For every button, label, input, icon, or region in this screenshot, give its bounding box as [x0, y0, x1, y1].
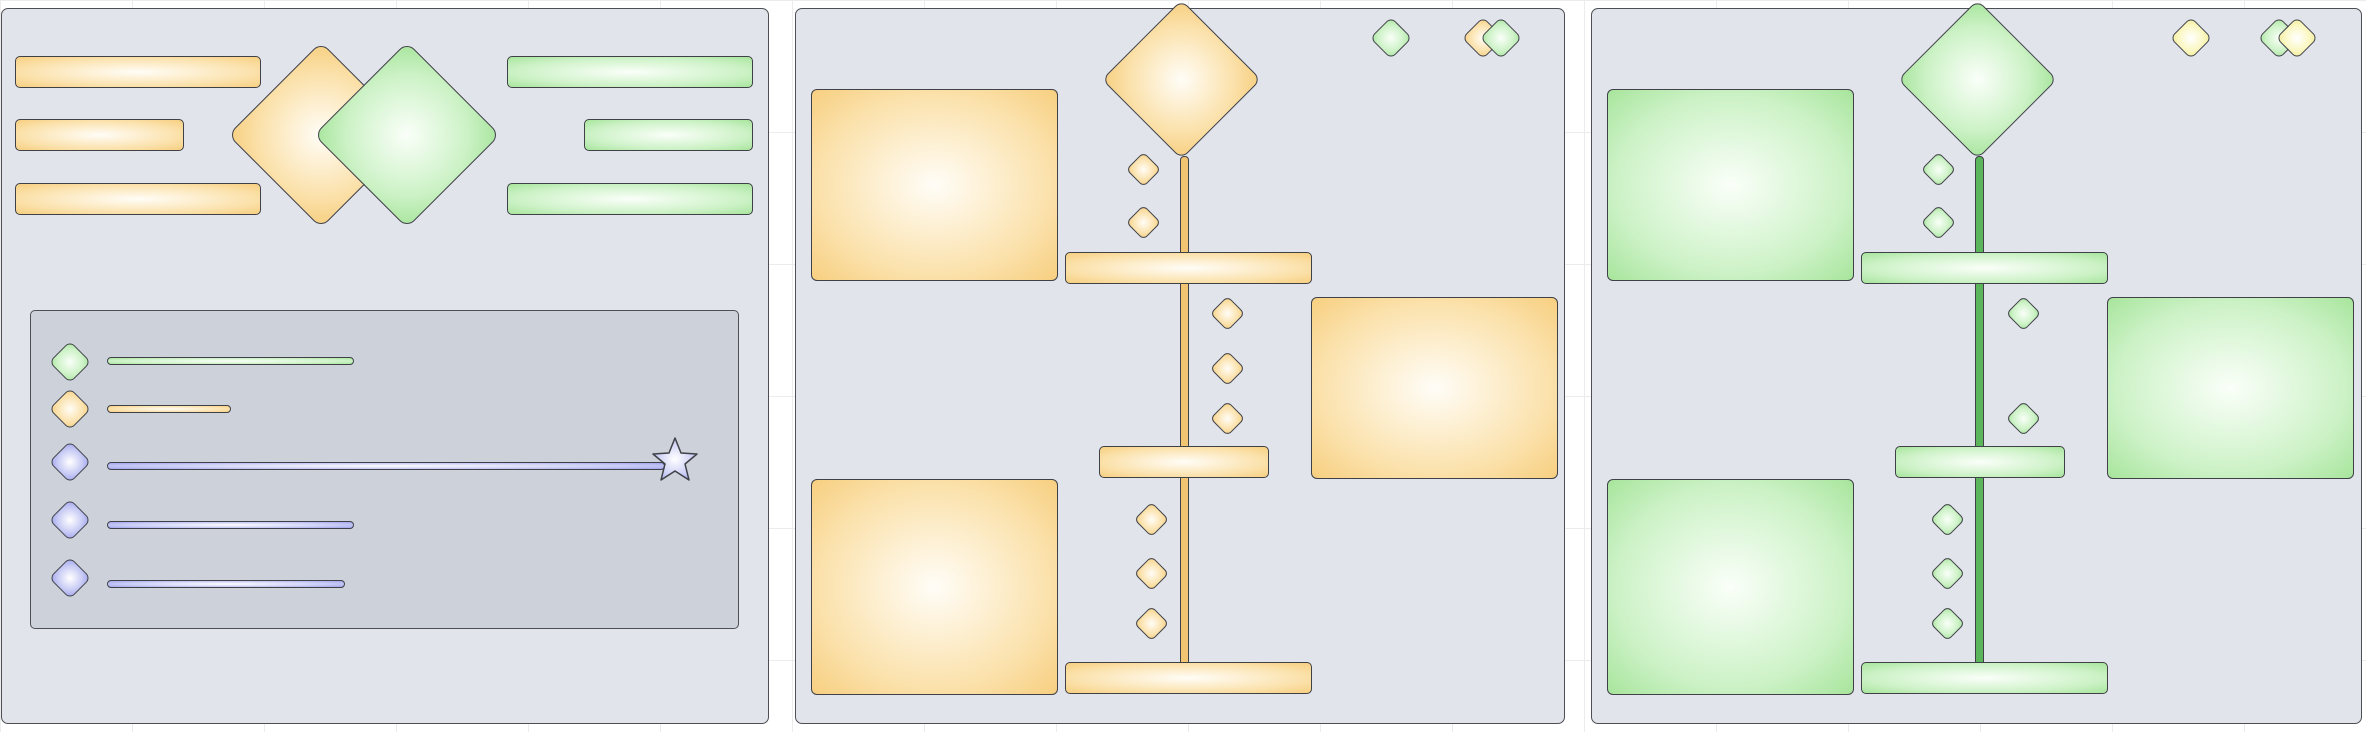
orange-bar-1[interactable]	[15, 56, 261, 88]
green-bar-3[interactable]	[507, 183, 753, 215]
star-icon[interactable]	[650, 435, 700, 485]
green-bar-2[interactable]	[584, 119, 753, 151]
green-block-2[interactable]	[2107, 297, 2354, 479]
orange-bar-2[interactable]	[15, 119, 184, 151]
legend-green-bar	[107, 357, 354, 365]
legend-blue-bar-1	[107, 462, 665, 470]
green-bar-1[interactable]	[507, 56, 753, 88]
orange-bar-3[interactable]	[15, 183, 261, 215]
green-stage-bar-1[interactable]	[1861, 252, 2108, 284]
orange-timeline-track	[1180, 156, 1189, 670]
green-stage-bar-3[interactable]	[1861, 662, 2108, 694]
green-stage-bar-2[interactable]	[1895, 446, 2065, 478]
orange-stage-bar-1[interactable]	[1065, 252, 1312, 284]
green-block-1[interactable]	[1607, 89, 1854, 281]
green-block-3[interactable]	[1607, 479, 1854, 695]
orange-block-3[interactable]	[811, 479, 1058, 695]
legend-blue-bar-2	[107, 521, 354, 529]
legend-blue-bar-3	[107, 580, 345, 588]
orange-stage-bar-3[interactable]	[1065, 662, 1312, 694]
green-timeline-track	[1975, 156, 1984, 670]
orange-stage-bar-2[interactable]	[1099, 446, 1269, 478]
orange-block-1[interactable]	[811, 89, 1058, 281]
legend-orange-bar	[107, 405, 231, 413]
orange-block-2[interactable]	[1311, 297, 1558, 479]
